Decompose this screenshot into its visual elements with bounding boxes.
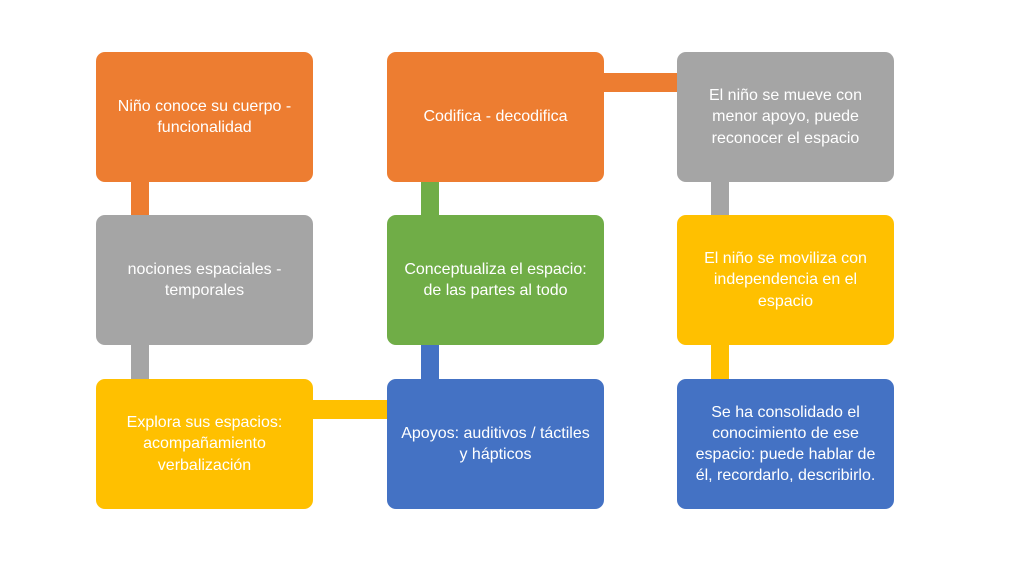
node-label: Conceptualiza el espacio: de las partes … xyxy=(404,260,587,299)
node-label: Codifica - decodifica xyxy=(423,108,568,126)
connector-b3-b6 xyxy=(313,400,387,419)
connector-b2-b3 xyxy=(131,345,149,379)
node-label: Apoyos: auditivos / táctiles y hápticos xyxy=(401,424,590,463)
node-explores-spaces: Explora sus espacios: acompañamiento ver… xyxy=(96,379,313,509)
node-label: El niño se mueve con menor apoyo, puede … xyxy=(709,87,862,147)
connector-b6-b5 xyxy=(421,345,439,379)
node-label: nociones espaciales - temporales xyxy=(127,260,282,299)
connector-b1-b2 xyxy=(131,182,149,215)
node-encode-decode: Codifica - decodifica xyxy=(387,52,604,182)
connector-b8-b9 xyxy=(711,345,729,379)
node-label: Se ha consolidado el conocimiento de ese… xyxy=(695,403,876,485)
node-supports: Apoyos: auditivos / táctiles y hápticos xyxy=(387,379,604,509)
node-moves-with-less-support: El niño se mueve con menor apoyo, puede … xyxy=(677,52,894,182)
node-moves-independently: El niño se moviliza con independencia en… xyxy=(677,215,894,345)
node-body-functionality: Niño conoce su cuerpo - funcionalidad xyxy=(96,52,313,182)
connector-b5-b4 xyxy=(421,182,439,215)
connector-b4-b7 xyxy=(604,73,677,92)
node-label: Explora sus espacios: acompañamiento ver… xyxy=(126,414,283,474)
node-label: El niño se moviliza con independencia en… xyxy=(704,250,867,310)
node-spatial-temporal-notions: nociones espaciales - temporales xyxy=(96,215,313,345)
node-conceptualize-space: Conceptualiza el espacio: de las partes … xyxy=(387,215,604,345)
connector-b7-b8 xyxy=(711,182,729,215)
node-consolidated-knowledge: Se ha consolidado el conocimiento de ese… xyxy=(677,379,894,509)
node-label: Niño conoce su cuerpo - funcionalidad xyxy=(117,97,292,136)
